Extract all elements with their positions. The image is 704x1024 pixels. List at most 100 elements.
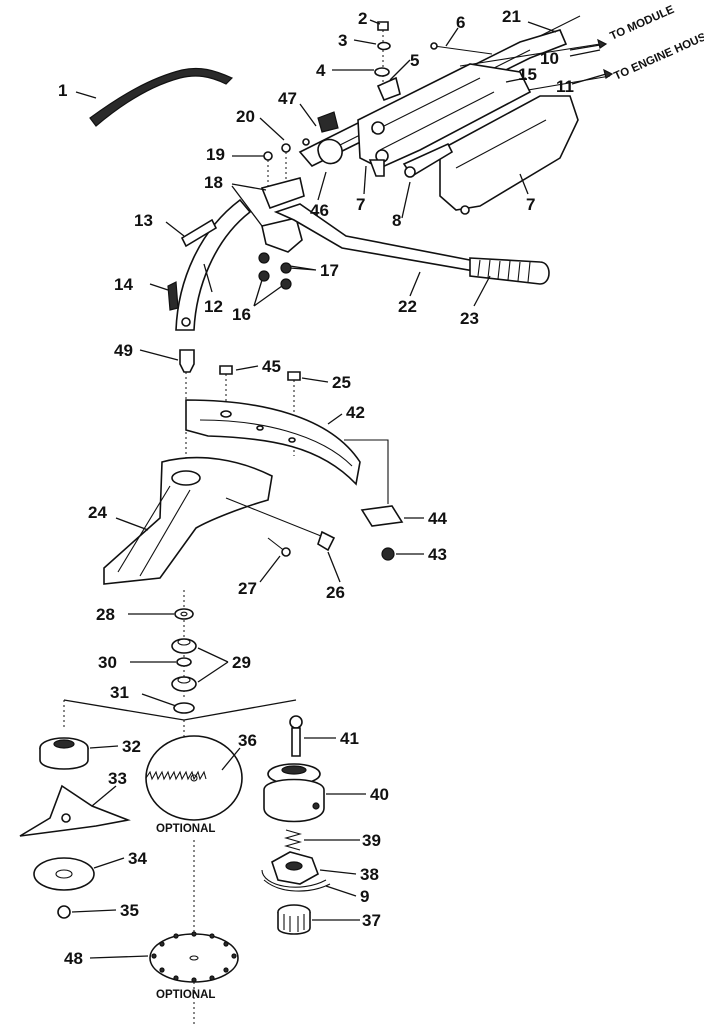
part-screw-19 xyxy=(263,151,273,190)
part-strip-13 xyxy=(180,218,218,248)
callout-1: 1 xyxy=(58,81,67,100)
callout-4: 4 xyxy=(316,61,326,80)
part-bolt-6 xyxy=(430,42,493,55)
callout-41: 41 xyxy=(340,729,359,748)
callout-7a: 7 xyxy=(356,195,365,214)
note-optional-2: OPTIONAL xyxy=(156,989,215,1001)
callout-40: 40 xyxy=(370,785,389,804)
part-bearing-29a xyxy=(171,638,197,654)
callout-36: 36 xyxy=(238,731,257,750)
part-handle-grip xyxy=(469,257,550,285)
callout-5: 5 xyxy=(410,51,419,70)
callout-33: 33 xyxy=(108,769,127,788)
callout-2: 2 xyxy=(358,9,367,28)
callout-24: 24 xyxy=(88,503,107,522)
callout-43: 43 xyxy=(428,545,447,564)
part-clamp-housing xyxy=(357,63,532,177)
part-shield-42 xyxy=(185,399,361,486)
part-bolt-26 xyxy=(225,497,336,552)
callout-44: 44 xyxy=(428,509,447,528)
part-trigger xyxy=(402,142,454,178)
callout-32: 32 xyxy=(122,737,141,756)
callout-10: 10 xyxy=(540,49,559,68)
part-handle-bracket xyxy=(260,177,305,253)
part-washers-16 xyxy=(258,270,292,290)
part-bracket-44 xyxy=(344,439,404,527)
callout-8: 8 xyxy=(392,211,401,230)
part-nut-35 xyxy=(57,905,71,919)
callout-45: 45 xyxy=(262,357,281,376)
callout-numbers: 1 2 3 4 5 6 7 7 8 9 10 11 12 13 14 15 16… xyxy=(58,7,574,968)
callout-47: 47 xyxy=(278,89,297,108)
part-washer-28 xyxy=(174,608,194,620)
note-to-module: TO MODULE xyxy=(569,4,676,51)
callout-12: 12 xyxy=(204,297,223,316)
note-to-module-text: TO MODULE xyxy=(608,4,676,43)
callout-29: 29 xyxy=(232,653,251,672)
part-guard-arm xyxy=(175,198,252,331)
part-nuts-17 xyxy=(258,252,292,274)
part-adapter-32 xyxy=(39,737,89,770)
callout-21: 21 xyxy=(502,7,521,26)
callout-35: 35 xyxy=(120,901,139,920)
callout-14: 14 xyxy=(114,275,133,294)
callout-34: 34 xyxy=(128,849,147,868)
callout-26: 26 xyxy=(326,583,345,602)
part-pin-47 xyxy=(302,138,310,146)
part-screw-2 xyxy=(377,21,389,92)
note-optional-1: OPTIONAL xyxy=(156,823,215,835)
part-bump-knob-37 xyxy=(277,904,311,935)
part-strip-14 xyxy=(167,281,179,311)
part-trimmer-head-40 xyxy=(263,763,325,823)
part-saw-blade-36 xyxy=(145,735,243,821)
callout-49: 49 xyxy=(114,341,133,360)
callout-22: 22 xyxy=(398,297,417,316)
callout-46: 46 xyxy=(310,201,329,220)
part-spring-39 xyxy=(283,829,303,851)
callout-15: 15 xyxy=(518,65,537,84)
callout-7b: 7 xyxy=(526,195,535,214)
callout-31: 31 xyxy=(110,683,129,702)
part-washer-4 xyxy=(374,67,390,77)
part-nut-43 xyxy=(381,547,395,561)
callout-27: 27 xyxy=(238,579,257,598)
part-bolt-41 xyxy=(289,715,303,757)
callout-28: 28 xyxy=(96,605,115,624)
callout-16: 16 xyxy=(232,305,251,324)
callout-25: 25 xyxy=(332,373,351,392)
callout-20: 20 xyxy=(236,107,255,126)
part-decal xyxy=(89,67,234,127)
part-cup-washer-34 xyxy=(33,857,95,891)
part-line-9 xyxy=(261,869,331,892)
part-blade-33 xyxy=(19,784,131,837)
part-blade-48 xyxy=(149,931,239,983)
callout-37: 37 xyxy=(362,911,381,930)
callout-39: 39 xyxy=(362,831,381,850)
callout-19: 19 xyxy=(206,145,225,164)
part-gear-housing-24 xyxy=(103,456,273,585)
part-washer-3 xyxy=(377,41,391,51)
part-washer-31 xyxy=(173,702,195,714)
callout-38: 38 xyxy=(360,865,379,884)
part-bearing-29b xyxy=(171,676,197,692)
callout-42: 42 xyxy=(346,403,365,422)
part-washer-30 xyxy=(176,657,192,667)
callout-3: 3 xyxy=(338,31,347,50)
callout-18: 18 xyxy=(204,173,223,192)
part-bushing-49 xyxy=(179,349,195,470)
part-bolt-27 xyxy=(267,537,291,557)
callout-11: 11 xyxy=(556,77,574,96)
callout-6: 6 xyxy=(456,13,465,32)
callout-48: 48 xyxy=(64,949,83,968)
part-bracket-5 xyxy=(376,76,401,102)
part-clamp-46 xyxy=(317,111,343,165)
part-spool-38 xyxy=(271,851,319,885)
part-housing-cover xyxy=(439,95,579,215)
callout-23: 23 xyxy=(460,309,479,328)
callout-17: 17 xyxy=(320,261,339,280)
part-handle-bar xyxy=(273,203,481,273)
part-bolt-25 xyxy=(287,371,301,456)
callout-9: 9 xyxy=(360,887,369,906)
callout-13: 13 xyxy=(134,211,153,230)
